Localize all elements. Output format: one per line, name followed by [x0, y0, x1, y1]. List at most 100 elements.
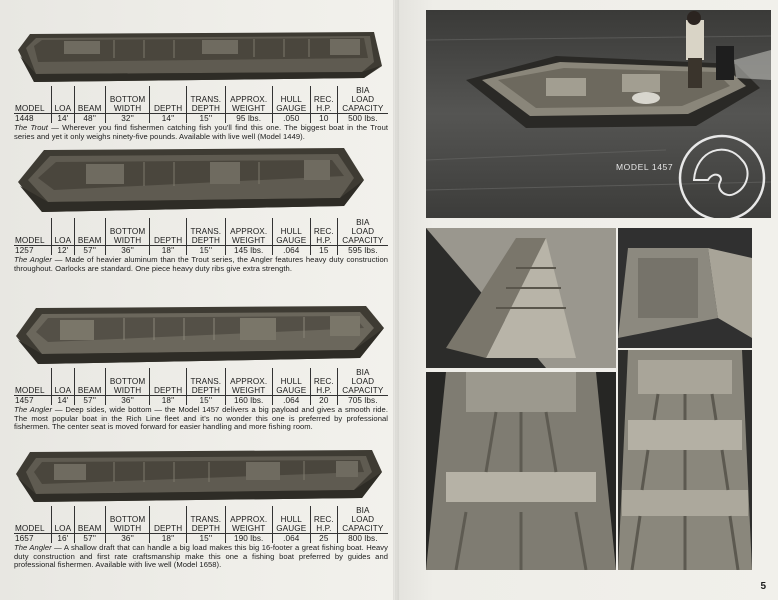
header-loa: LOA — [50, 506, 75, 534]
header-weight: APPROX.WEIGHT — [224, 86, 273, 114]
cell-capacity: 595 lbs. — [336, 245, 388, 255]
header-trans-depth: TRANS.DEPTH — [185, 506, 226, 534]
boat-photo-1448 — [14, 26, 388, 86]
header-depth: DEPTH — [149, 86, 187, 114]
description-text: — A shallow draft that can handle a big … — [14, 543, 388, 570]
table-row: 1257 12' 57'' 36'' 18'' 15'' 145 lbs. .0… — [14, 245, 388, 255]
series-name: The Trout — [14, 123, 48, 132]
cell-hp: 15 — [309, 245, 338, 255]
header-model: MODEL — [14, 368, 52, 396]
cell-weight: 95 lbs. — [224, 113, 273, 123]
cell-model: 1457 — [15, 396, 34, 405]
cell-beam: 57'' — [73, 245, 106, 255]
cell-bottom-width: 36'' — [104, 533, 150, 543]
cell-beam: 57'' — [73, 533, 106, 543]
header-depth: DEPTH — [149, 506, 187, 534]
cell-bottom-width: 36'' — [104, 245, 150, 255]
header-rec-hp: REC.H.P. — [309, 506, 338, 534]
cell-model: 1657 — [15, 534, 34, 543]
action-photo: MODEL 1457 — [426, 10, 771, 218]
header-beam: BEAM — [73, 506, 106, 534]
cell-weight: 160 lbs. — [224, 395, 273, 405]
boat-description: The Angler — Made of heavier aluminum th… — [14, 255, 389, 273]
boat-photo-1657 — [14, 444, 388, 506]
interior-photo-deck — [426, 372, 616, 570]
description-text: — Wherever you find fishermen catching f… — [14, 123, 388, 141]
cell-loa: 16' — [50, 533, 75, 543]
header-rec-hp: REC.H.P. — [309, 368, 338, 396]
header-weight: APPROX.WEIGHT — [224, 368, 273, 396]
header-trans-depth: TRANS.DEPTH — [185, 368, 226, 396]
cell-trans-depth: 15'' — [185, 113, 226, 123]
cell-gauge: .064 — [271, 533, 311, 543]
series-name: The Angler — [14, 543, 52, 552]
cell-gauge: .064 — [271, 245, 311, 255]
header-model: MODEL — [14, 86, 52, 114]
cell-capacity: 800 lbs. — [336, 533, 388, 543]
cell-hp: 10 — [309, 113, 338, 123]
cell-bottom-width: 36'' — [104, 395, 150, 405]
header-depth: DEPTH — [149, 368, 187, 396]
cell-depth: 18'' — [149, 533, 187, 543]
header-beam: BEAM — [73, 86, 106, 114]
cell-model: 1257 — [15, 246, 34, 255]
interior-photo-ribs — [618, 350, 752, 570]
header-rec-hp: REC.H.P. — [309, 218, 338, 246]
page-number: 5 — [760, 581, 766, 592]
cell-depth: 18'' — [149, 245, 187, 255]
description-text: — Made of heavier aluminum than the Trou… — [14, 255, 389, 273]
boat-description: The Angler — Deep sides, wide bottom — t… — [14, 405, 388, 432]
cell-capacity: 705 lbs. — [336, 395, 388, 405]
cell-gauge: .050 — [271, 113, 311, 123]
cell-depth: 14'' — [149, 113, 187, 123]
series-name: The Angler — [14, 255, 52, 264]
header-trans-depth: TRANS.DEPTH — [185, 218, 226, 246]
cell-loa: 14' — [50, 113, 75, 123]
interior-photo-transom — [618, 228, 752, 348]
cell-weight: 190 lbs. — [224, 533, 273, 543]
cell-model: 1448 — [15, 114, 34, 123]
description-text: — Deep sides, wide bottom — the Model 14… — [14, 405, 388, 432]
cell-capacity: 500 lbs. — [336, 113, 388, 123]
header-rec-hp: REC.H.P. — [309, 86, 338, 114]
header-weight: APPROX.WEIGHT — [224, 506, 273, 534]
table-row: 1457 14' 57'' 36'' 18'' 15'' 160 lbs. .0… — [14, 395, 388, 405]
series-name: The Angler — [14, 405, 53, 414]
cell-trans-depth: 15'' — [185, 245, 226, 255]
header-beam: BEAM — [73, 368, 106, 396]
cell-hp: 20 — [309, 395, 338, 405]
boat-photo-1257 — [14, 146, 388, 218]
cell-loa: 12' — [50, 245, 75, 255]
cell-depth: 18'' — [149, 395, 187, 405]
cell-trans-depth: 15'' — [185, 533, 226, 543]
header-loa: LOA — [50, 86, 75, 114]
cell-gauge: .064 — [271, 395, 311, 405]
table-row: 1657 16' 57'' 36'' 18'' 15'' 190 lbs. .0… — [14, 533, 388, 543]
header-weight: APPROX.WEIGHT — [224, 218, 273, 246]
header-model: MODEL — [14, 218, 52, 246]
header-loa: LOA — [50, 218, 75, 246]
page-spine — [393, 0, 399, 600]
cell-bottom-width: 32'' — [104, 113, 150, 123]
boat-photo-1457 — [14, 300, 388, 368]
cell-loa: 14' — [50, 395, 75, 405]
cell-trans-depth: 15'' — [185, 395, 226, 405]
cell-hp: 25 — [309, 533, 338, 543]
cell-beam: 48'' — [73, 113, 106, 123]
